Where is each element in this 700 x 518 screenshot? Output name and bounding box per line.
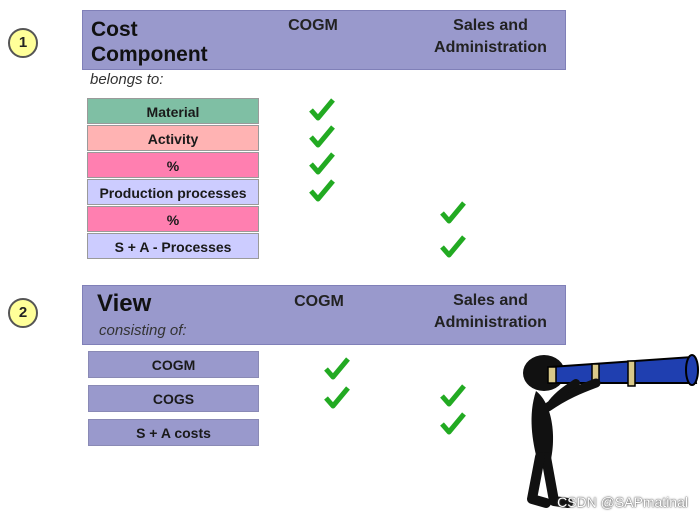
col2-line-1: Sales and: [453, 17, 528, 34]
row-sa-processes: S + A - Processes: [87, 233, 259, 259]
row-material: Material: [87, 98, 259, 124]
telescope-figure-illustration: [523, 354, 699, 508]
check-icon: [440, 384, 466, 407]
cost-component-title: Cost Component: [91, 17, 208, 67]
check-icon: [309, 179, 335, 202]
title-line-1: Cost: [91, 18, 138, 41]
step-2-badge: 2: [8, 298, 38, 328]
check-icon: [309, 152, 335, 175]
cost-component-list: Material Activity % Production processes…: [87, 98, 259, 259]
check-icon: [309, 98, 335, 121]
step-1-badge: 1: [8, 28, 38, 58]
row-sa-costs: S + A costs: [88, 419, 259, 446]
row-production-processes: Production processes: [87, 179, 259, 205]
cost-component-header: Cost Component COGM Sales and Administra…: [82, 10, 566, 70]
check-icon: [324, 386, 350, 409]
check-icon: [324, 357, 350, 380]
header-sales-admin-2: Sales and Administration: [418, 290, 563, 334]
view-title: View: [97, 290, 152, 317]
row-activity: Activity: [87, 125, 259, 151]
step-2-number: 2: [18, 304, 28, 321]
col2-line-2: Administration: [434, 314, 547, 331]
consisting-of-subtitle: consisting of:: [99, 322, 187, 339]
row-cogm: COGM: [88, 351, 259, 378]
col2-line-2: Administration: [434, 39, 547, 56]
step-1-number: 1: [18, 34, 28, 51]
check-icon: [440, 235, 466, 258]
header-sales-admin-1: Sales and Administration: [418, 15, 563, 59]
col2-line-1: Sales and: [453, 292, 528, 309]
header-cogm-2: COGM: [294, 293, 344, 310]
view-header: View consisting of: COGM Sales and Admin…: [82, 285, 566, 345]
title-line-2: Component: [91, 43, 208, 66]
row-cogs: COGS: [88, 385, 259, 412]
row-percent-1: %: [87, 152, 259, 178]
check-icon: [440, 412, 466, 435]
watermark: CSDN @SAPmatinal: [557, 494, 688, 510]
row-percent-2: %: [87, 206, 259, 232]
header-cogm-1: COGM: [288, 17, 338, 34]
check-icon: [309, 125, 335, 148]
check-icon: [440, 201, 466, 224]
belongs-to-subtitle: belongs to:: [90, 71, 164, 88]
